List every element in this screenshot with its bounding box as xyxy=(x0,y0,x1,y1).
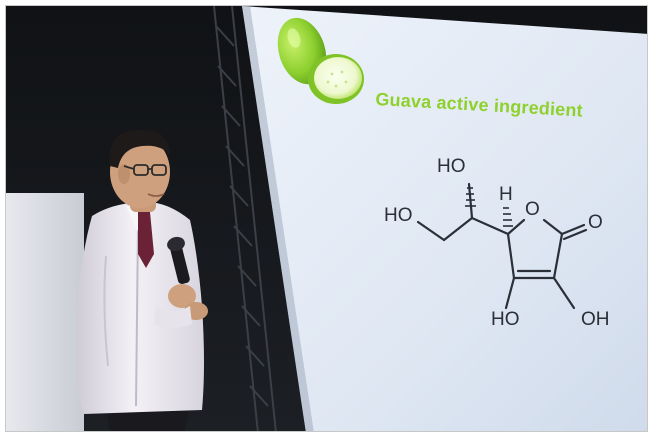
molecule-label-h: H xyxy=(499,184,513,205)
stereo-hashes xyxy=(465,187,513,227)
molecule-label-ho-left: HO xyxy=(384,205,413,226)
presenter-hand xyxy=(168,284,196,308)
microphone-icon xyxy=(167,236,190,285)
tie xyxy=(138,212,154,268)
stage-truss xyxy=(213,6,277,431)
molecule-label-ho-bottom: HO xyxy=(491,309,520,330)
molecule-label-o-keto: O xyxy=(588,212,603,233)
glasses xyxy=(123,164,167,176)
presenter xyxy=(75,129,208,431)
slide-shadow-edge xyxy=(242,6,314,431)
side-panel xyxy=(6,193,84,431)
photo-frame: Guava active ingredient HO H O O HO HO O… xyxy=(5,5,648,432)
guava-fruit-icon xyxy=(277,17,364,104)
molecule-label-ho-top: HO xyxy=(437,156,466,177)
ascorbic-acid-structure xyxy=(416,182,588,310)
presenter-head xyxy=(110,136,170,208)
molecule-label-o-ring: O xyxy=(525,199,540,220)
molecule-label-oh-bottom: OH xyxy=(581,309,610,330)
stage-scene xyxy=(6,6,647,431)
projection-slide xyxy=(242,6,647,431)
